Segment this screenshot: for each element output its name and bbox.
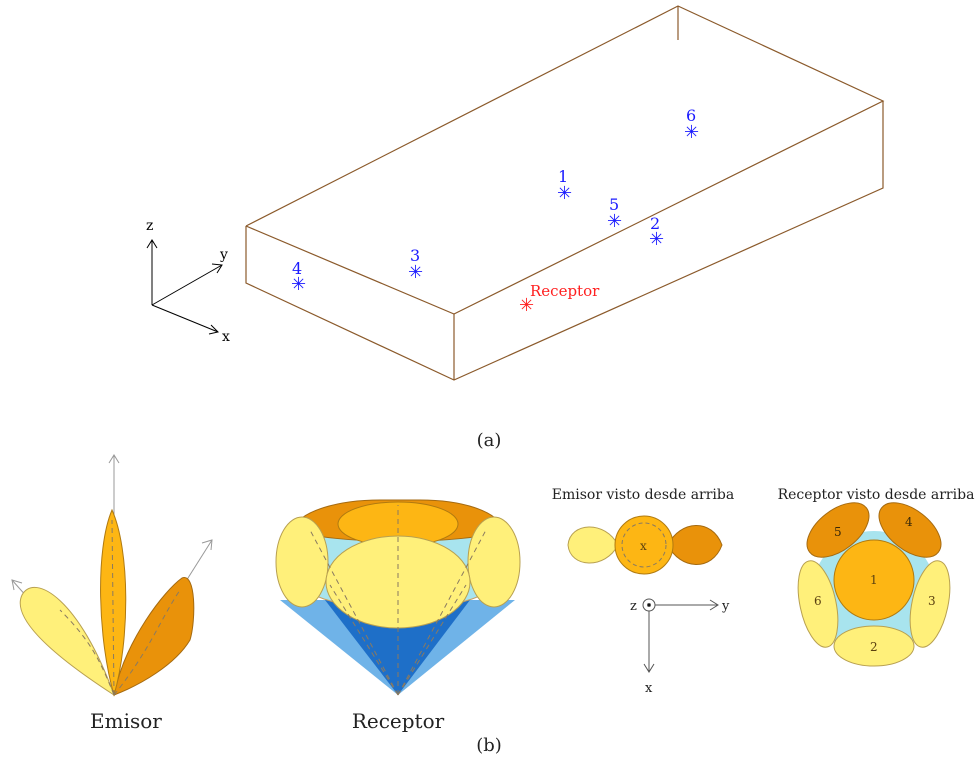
emitter-label: 1 (558, 167, 568, 186)
box-top-face (245, 5, 885, 315)
receptor-petal-right (467, 516, 521, 608)
x-axis-label: x (222, 329, 230, 345)
x-arrow-icon (643, 663, 655, 673)
receptor-petal-3 (909, 560, 951, 648)
emitter-4: 4 ✳ (291, 259, 306, 295)
emitter-marker-icon: ✳ (557, 183, 572, 204)
receptor-petal-1-label: 1 (870, 573, 878, 587)
emitter-1: 1 ✳ (557, 167, 572, 204)
receptor-3d-label: Receptor (352, 709, 445, 733)
x-arrow-icon (208, 324, 219, 335)
receptor-petal-6 (797, 560, 839, 648)
receptor-3d (275, 499, 521, 696)
receptor-petal-3-label: 3 (928, 594, 936, 608)
axes-3d (146, 239, 223, 335)
top-z-label: z (630, 599, 637, 614)
x-axis-line (151, 304, 219, 333)
top-view-axes (642, 598, 719, 673)
y-axis-label: y (219, 247, 228, 263)
receptor-petal-2-label: 2 (870, 640, 878, 654)
emitter-label: 2 (650, 214, 660, 233)
emisor-top-lobe-right (667, 525, 723, 565)
receptor-top-title: Receptor visto desde arriba (778, 487, 975, 503)
receptor-point: Receptor ✳ (519, 282, 600, 316)
receptor-petal-2 (833, 625, 915, 667)
top-x-label: x (645, 681, 653, 696)
receptor-petal-1 (833, 539, 915, 621)
emitter-marker-icon: ✳ (408, 262, 423, 283)
receptor-petal-left (275, 516, 329, 608)
receptor-top-view: 1 2 3 4 5 6 (797, 502, 951, 667)
emisor-top-center (614, 515, 674, 575)
y-axis-line (151, 264, 223, 306)
emisor-lobe-left (19, 586, 115, 697)
receptor-petal-5 (806, 502, 870, 558)
y-arrow-icon (211, 263, 223, 274)
top-y-label: y (721, 599, 730, 614)
receptor-marker-icon: ✳ (519, 295, 534, 316)
emitter-marker-icon: ✳ (649, 229, 664, 250)
emisor-top-view: x (567, 515, 723, 575)
emitter-5: 5 ✳ (607, 195, 622, 232)
receptor-petal-4 (878, 502, 942, 558)
emitter-label: 6 (686, 106, 696, 125)
room-box (245, 5, 885, 381)
emisor-lobe-right (113, 577, 195, 696)
z-axis-label: z (146, 218, 153, 234)
emitter-marker-icon: ✳ (684, 122, 699, 143)
z-arrow-icon (146, 239, 158, 249)
emitter-marker-icon: ✳ (291, 274, 306, 295)
emitter-marker-icon: ✳ (607, 211, 622, 232)
caption-b: (b) (476, 735, 502, 756)
emisor-top-title: Emisor visto desde arriba (552, 487, 734, 503)
emisor-label: Emisor (90, 709, 162, 733)
receptor-label: Receptor (530, 282, 600, 300)
receptor-petal-5-label: 5 (834, 525, 842, 539)
box-visible-edges (245, 101, 884, 381)
emitter-2: 2 ✳ (649, 214, 664, 250)
emitter-label: 4 (292, 259, 302, 278)
y-arrow-icon (709, 599, 719, 611)
emitter-3: 3 ✳ (408, 246, 423, 283)
receptor-petal-6-label: 6 (814, 594, 822, 608)
emitter-6: 6 ✳ (684, 106, 699, 143)
emisor-top-lobe-left (567, 526, 619, 564)
emitter-label: 5 (609, 195, 619, 214)
emisor-top-center-label: x (640, 539, 647, 553)
emitter-label: 3 (410, 246, 420, 265)
receptor-petal-4-label: 4 (905, 515, 913, 529)
emisor-3d (11, 454, 213, 697)
caption-a: (a) (477, 430, 502, 451)
